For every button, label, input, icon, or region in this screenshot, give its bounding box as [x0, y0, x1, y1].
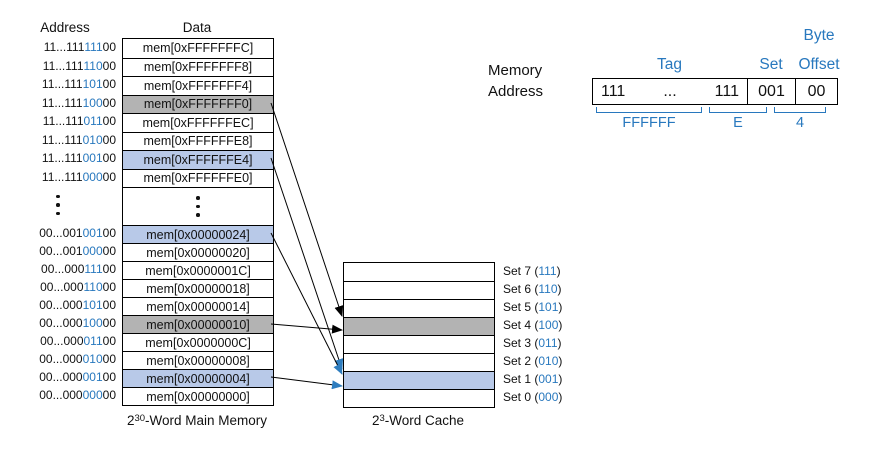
cache-row	[344, 335, 494, 353]
set-field-label: Set	[759, 56, 783, 73]
cache-row	[344, 389, 494, 407]
set-label: Set 0 (000)	[503, 390, 563, 404]
set-label: Set 6 (110)	[503, 282, 562, 296]
vertical-ellipsis	[56, 192, 60, 218]
memory-row: mem[0x00000000]	[123, 387, 273, 405]
memory-row: mem[0xFFFFFFE8]	[123, 131, 273, 151]
mid-hex-bracket	[709, 107, 767, 113]
low-hex-value: 4	[795, 115, 805, 131]
arrow-e4-to-set1	[270, 157, 344, 370]
memory-row: mem[0x00000018]	[123, 279, 273, 297]
cache-caption: 23-Word Cache	[371, 413, 465, 428]
arrow-24-to-set1	[270, 232, 343, 375]
offset-field-cell: 00	[795, 79, 837, 104]
byte-offset-label-line2: Offset	[798, 56, 840, 73]
byte-offset-label-line1: Byte	[803, 27, 835, 44]
cache-set-labels: Set 7 (111) Set 6 (110) Set 5 (101) Set 4 (…	[503, 262, 613, 406]
memory-address-box: 111...111 001 00	[592, 78, 838, 105]
arrow-f0-to-set4	[270, 102, 344, 317]
set-label: Set 2 (010)	[503, 354, 563, 368]
cache-row	[344, 371, 494, 389]
main-memory-table: mem[0xFFFFFFFC]mem[0xFFFFFFF8]mem[0xFFFF…	[122, 38, 274, 406]
tag-field-cell: 111...111	[601, 82, 739, 100]
memory-row: mem[0x00000008]	[123, 351, 273, 369]
memory-row: mem[0x00000010]	[123, 315, 273, 333]
memory-row: mem[0xFFFFFFEC]	[123, 113, 273, 132]
set-label: Set 5 (101)	[503, 300, 563, 314]
memory-row: mem[0xFFFFFFF4]	[123, 76, 273, 95]
set-label: Set 7 (111)	[503, 264, 561, 278]
tag-hex-value: FFFFFF	[622, 115, 676, 131]
main-memory-caption: 230-Word Main Memory	[126, 413, 268, 428]
memory-row: mem[0xFFFFFFE0]	[123, 168, 273, 188]
vertical-ellipsis	[196, 193, 200, 219]
arrow-10-to-set4	[270, 323, 343, 334]
cache-row	[344, 299, 494, 317]
address-column-header: Address	[40, 20, 90, 35]
set-label: Set 4 (100)	[503, 318, 563, 332]
memory-row: mem[0xFFFFFFFC]	[142, 41, 254, 56]
memory-row: mem[0xFFFFFFF8]	[123, 57, 273, 77]
set-label: Set 1 (001)	[503, 372, 563, 386]
cache-row	[344, 281, 494, 299]
low-hex-bracket	[774, 107, 826, 113]
cache-row	[344, 353, 494, 371]
arrow-04-to-set1	[270, 376, 343, 390]
memory-row: mem[0x0000000C]	[123, 333, 273, 351]
set-field-cell: 001	[747, 79, 795, 104]
tag-hex-bracket	[596, 107, 702, 113]
memory-row: mem[0xFFFFFFE4]	[123, 150, 273, 169]
tag-field-label: Tag	[657, 56, 682, 73]
set-label: Set 3 (011)	[503, 336, 562, 350]
cache-row	[344, 317, 494, 335]
memory-address-label: Memory Address	[488, 62, 544, 100]
memory-row: mem[0x0000001C]	[123, 261, 273, 279]
mid-hex-value: E	[733, 115, 743, 131]
memory-row: mem[0x00000004]	[123, 369, 273, 387]
cache-table	[343, 262, 495, 408]
cache-row	[344, 263, 494, 281]
memory-row: mem[0xFFFFFFF0]	[123, 94, 273, 113]
memory-row: mem[0x00000014]	[123, 297, 273, 315]
memory-row: mem[0x00000020]	[123, 243, 273, 261]
memory-row: mem[0x00000024]	[123, 225, 273, 243]
data-column-header: Data	[182, 20, 212, 35]
